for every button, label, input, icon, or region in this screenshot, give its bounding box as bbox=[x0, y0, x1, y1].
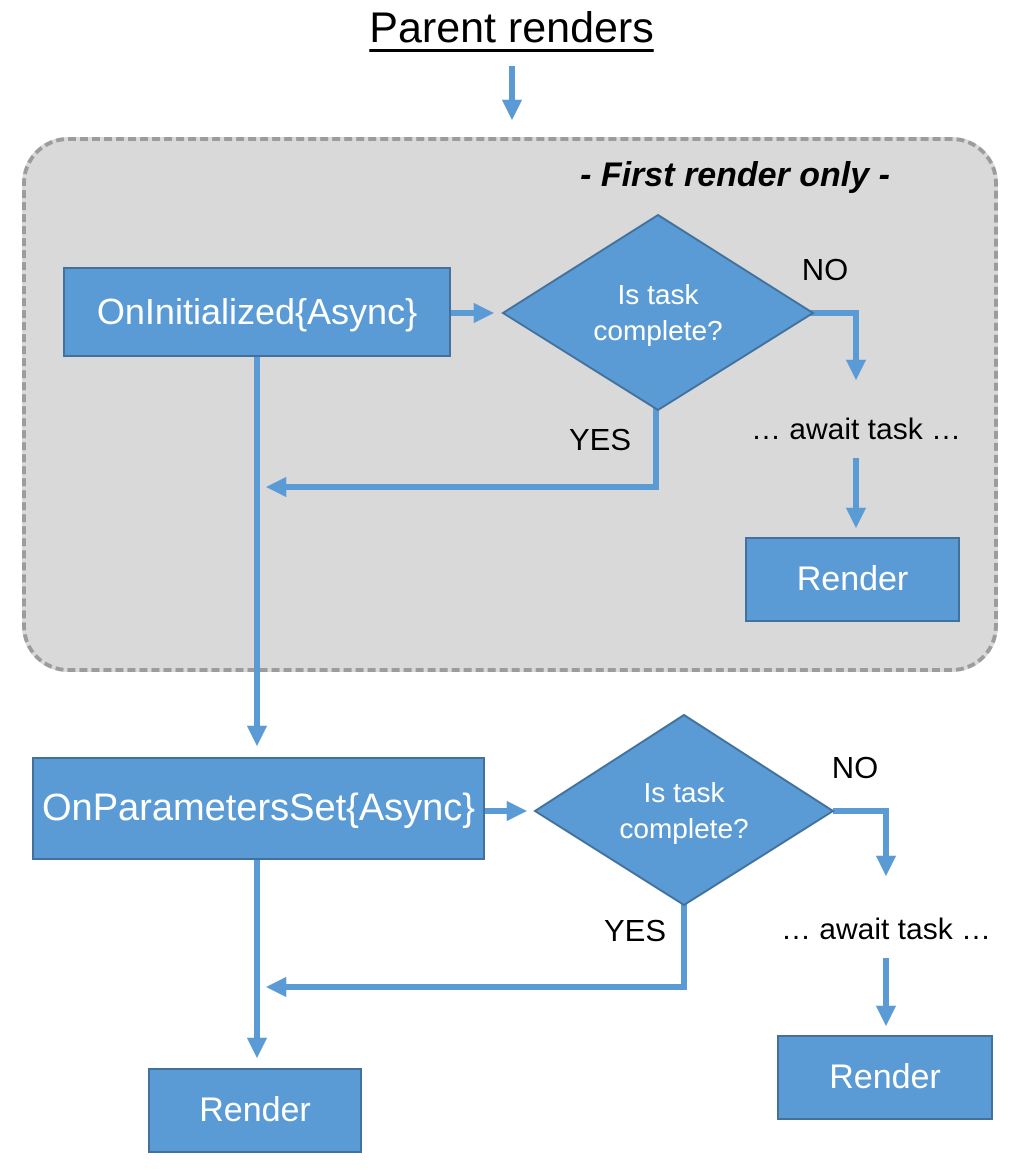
await-task-label-first-render: … await task … bbox=[750, 413, 962, 446]
render-node-parameters-yes: Render bbox=[148, 1068, 362, 1153]
await-task-label-parameters-set: … await task … bbox=[780, 913, 992, 946]
arrow-decision1-yes-branch bbox=[265, 408, 659, 498]
render-node-parameters-no: Render bbox=[777, 1035, 993, 1120]
no-label-parameters-set: NO bbox=[831, 750, 879, 785]
onparametersset-node: OnParametersSet{Async} bbox=[32, 757, 485, 860]
page-title: Parent renders bbox=[369, 4, 654, 52]
render-node-first-render-no: Render bbox=[745, 537, 960, 622]
yes-label-parameters-set: YES bbox=[603, 913, 667, 948]
arrow-decision2-no-branch bbox=[833, 808, 897, 877]
decision-diamond-first-render bbox=[501, 213, 815, 412]
no-label-first-render: NO bbox=[801, 252, 849, 287]
first-render-section-label: - First render only - bbox=[580, 156, 890, 194]
oninitialized-node: OnInitialized{Async} bbox=[63, 267, 451, 357]
yes-label-first-render: YES bbox=[568, 422, 632, 457]
arrow-decision1-no-branch bbox=[800, 310, 867, 381]
arrow-decision2-yes-branch bbox=[265, 903, 687, 998]
decision-diamond-parameters-set bbox=[533, 713, 835, 907]
decision-label-parameters-set: Is task complete? bbox=[619, 776, 749, 844]
decision-label-first-render: Is task complete? bbox=[593, 278, 723, 346]
